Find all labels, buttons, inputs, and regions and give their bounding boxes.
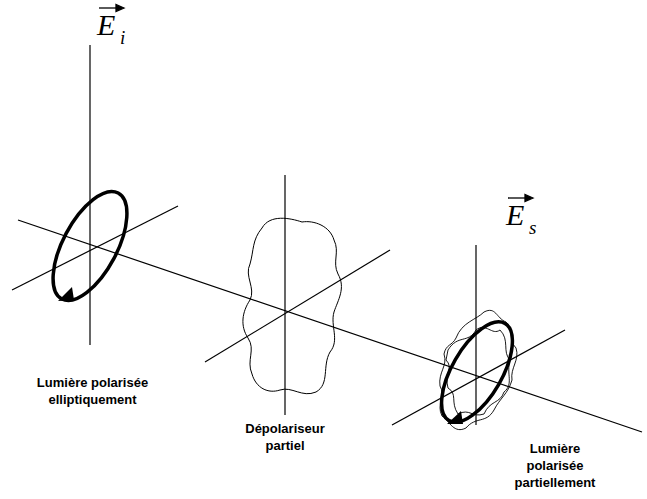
axis-line <box>89 45 90 345</box>
propagation-axis <box>18 220 642 432</box>
field-symbol: E <box>97 9 115 41</box>
light-caption: Lumière polarisée partiellement <box>500 440 610 491</box>
partial-polarization-ellipse <box>427 310 526 433</box>
light-caption: Lumière polarisée elliptiquement <box>35 374 150 408</box>
field-subscript: i <box>120 28 125 48</box>
axis-line <box>12 206 178 290</box>
field-symbol: E <box>506 199 524 231</box>
polarization-ellipse <box>38 180 142 311</box>
field-subscript: s <box>529 218 536 238</box>
device-caption: Dépolariseur partiel <box>230 420 340 454</box>
axis-line <box>284 175 285 415</box>
depolarizer-shape <box>243 218 342 393</box>
axis-line <box>205 250 390 362</box>
